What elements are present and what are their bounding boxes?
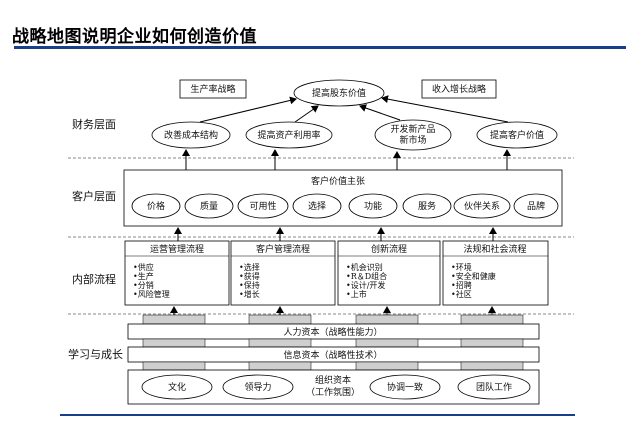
- goal-new-products: [374, 119, 452, 151]
- process-item: •机会识别: [346, 262, 383, 272]
- customer-item-function: [348, 193, 398, 219]
- link-column: [355, 338, 419, 348]
- strategy-label-productivity: 生产率战略: [190, 83, 235, 95]
- org-item-teamwork: [457, 374, 531, 400]
- goal-new-markets-label: 新市场: [399, 134, 426, 146]
- customer-value-proposition-header: 客户价值主张: [311, 175, 365, 187]
- arrow-cost-to-shareholder: [199, 96, 297, 123]
- customer-item-brand: [513, 193, 559, 219]
- customer-item-quality: [184, 193, 234, 219]
- process-box-innovation: [337, 240, 441, 306]
- layer-label-customer: 客户层面: [72, 189, 116, 203]
- customer-item-service: [402, 193, 452, 219]
- link-column: [355, 314, 419, 325]
- layer-label-financial: 财务层面: [72, 117, 116, 131]
- link-column: [460, 314, 524, 325]
- title-underline: [14, 46, 626, 49]
- process-title-innovation: 创新流程: [371, 243, 407, 255]
- goal-shareholder-value-label: 提高股东价值: [312, 87, 366, 99]
- process-item: •R＆D组合: [346, 271, 387, 281]
- link-column: [142, 338, 206, 348]
- goal-customer-value-label: 提高客户价值: [490, 129, 544, 141]
- bottom-rule: [60, 414, 575, 416]
- customer-item-partnership-label: 伙伴关系: [464, 200, 500, 212]
- org-item-leadership: [222, 374, 294, 400]
- link-column: [460, 338, 524, 348]
- org-item-alignment-label: 协调一致: [387, 381, 423, 393]
- customer-item-function-label: 功能: [364, 200, 382, 212]
- customer-item-selection-label: 选择: [308, 200, 326, 212]
- process-item: •保持: [239, 280, 260, 290]
- customer-item-availability: [237, 193, 289, 219]
- process-title-operations: 运营管理流程: [150, 243, 204, 255]
- human-capital-box: [127, 323, 540, 340]
- process-item: •增长: [239, 289, 260, 299]
- link-column: [355, 361, 419, 371]
- customer-item-service-label: 服务: [418, 200, 436, 212]
- strategy-box-productivity: [179, 79, 247, 99]
- process-item: •上市: [346, 289, 367, 299]
- strategy-label-revenue: 收入增长战略: [432, 83, 486, 95]
- process-box-operations: [124, 240, 230, 306]
- org-item-alignment: [369, 374, 441, 400]
- process-item: •分销: [133, 280, 154, 290]
- process-item: •生产: [133, 271, 154, 281]
- goal-new-products-label: 开发新产品: [390, 123, 435, 135]
- process-item: •安全和健康: [451, 271, 496, 281]
- process-item: •获得: [239, 271, 260, 281]
- process-item: •环境: [451, 262, 472, 272]
- layer-label-learning: 学习与成长: [68, 347, 123, 361]
- arrow-asset-to-shareholder: [294, 105, 319, 123]
- human-capital-label: 人力资本（战略性能力）: [283, 326, 382, 338]
- goal-shareholder-value: [293, 79, 385, 107]
- process-item: •选择: [239, 262, 260, 272]
- link-column: [248, 314, 312, 325]
- org-item-culture-label: 文化: [168, 381, 186, 393]
- goal-customer-value: [476, 121, 558, 149]
- customer-item-brand-label: 品牌: [527, 200, 545, 212]
- page-title: 战略地图说明企业如何创造价值: [12, 27, 257, 47]
- goal-cost-structure: [151, 121, 231, 149]
- organization-capital-sublabel: （工作氛围）: [306, 386, 360, 398]
- process-item: •供应: [133, 262, 154, 272]
- link-column: [142, 314, 206, 325]
- process-item: •社区: [451, 289, 472, 299]
- customer-item-availability-label: 可用性: [249, 200, 276, 212]
- goal-asset-utilization-label: 提高资产利用率: [257, 129, 320, 141]
- organization-capital-label: 组织资本: [315, 374, 351, 386]
- customer-item-quality-label: 质量: [200, 200, 218, 212]
- customer-item-price: [131, 193, 181, 219]
- information-capital-label: 信息资本（战略性技术）: [283, 349, 382, 361]
- process-box-regulatory: [442, 240, 549, 306]
- process-title-customer-management: 客户管理流程: [256, 243, 310, 255]
- process-title-regulatory: 法规和社会流程: [463, 243, 526, 255]
- process-box-customer-management: [230, 240, 336, 306]
- information-capital-box: [127, 346, 540, 363]
- arrow-customervalue-to-shareholder: [381, 95, 509, 123]
- layer-label-internal: 内部流程: [72, 272, 116, 286]
- org-item-leadership-label: 领导力: [244, 381, 271, 393]
- link-column: [460, 361, 524, 371]
- goal-cost-structure-label: 改善成本结构: [164, 129, 218, 141]
- process-item: •招聘: [451, 280, 472, 290]
- customer-item-price-label: 价格: [147, 200, 165, 212]
- arrow-newproduct-to-shareholder: [359, 104, 401, 121]
- org-item-culture: [141, 374, 213, 400]
- customer-item-selection: [292, 193, 342, 219]
- customer-item-partnership: [453, 193, 511, 219]
- org-item-teamwork-label: 团队工作: [476, 381, 512, 393]
- process-item: •设计/开发: [346, 280, 385, 290]
- link-column: [248, 361, 312, 371]
- process-item: •风险管理: [133, 289, 170, 299]
- link-column: [248, 338, 312, 348]
- goal-asset-utilization: [245, 121, 333, 149]
- strategy-box-revenue: [421, 79, 497, 99]
- link-column: [142, 361, 206, 371]
